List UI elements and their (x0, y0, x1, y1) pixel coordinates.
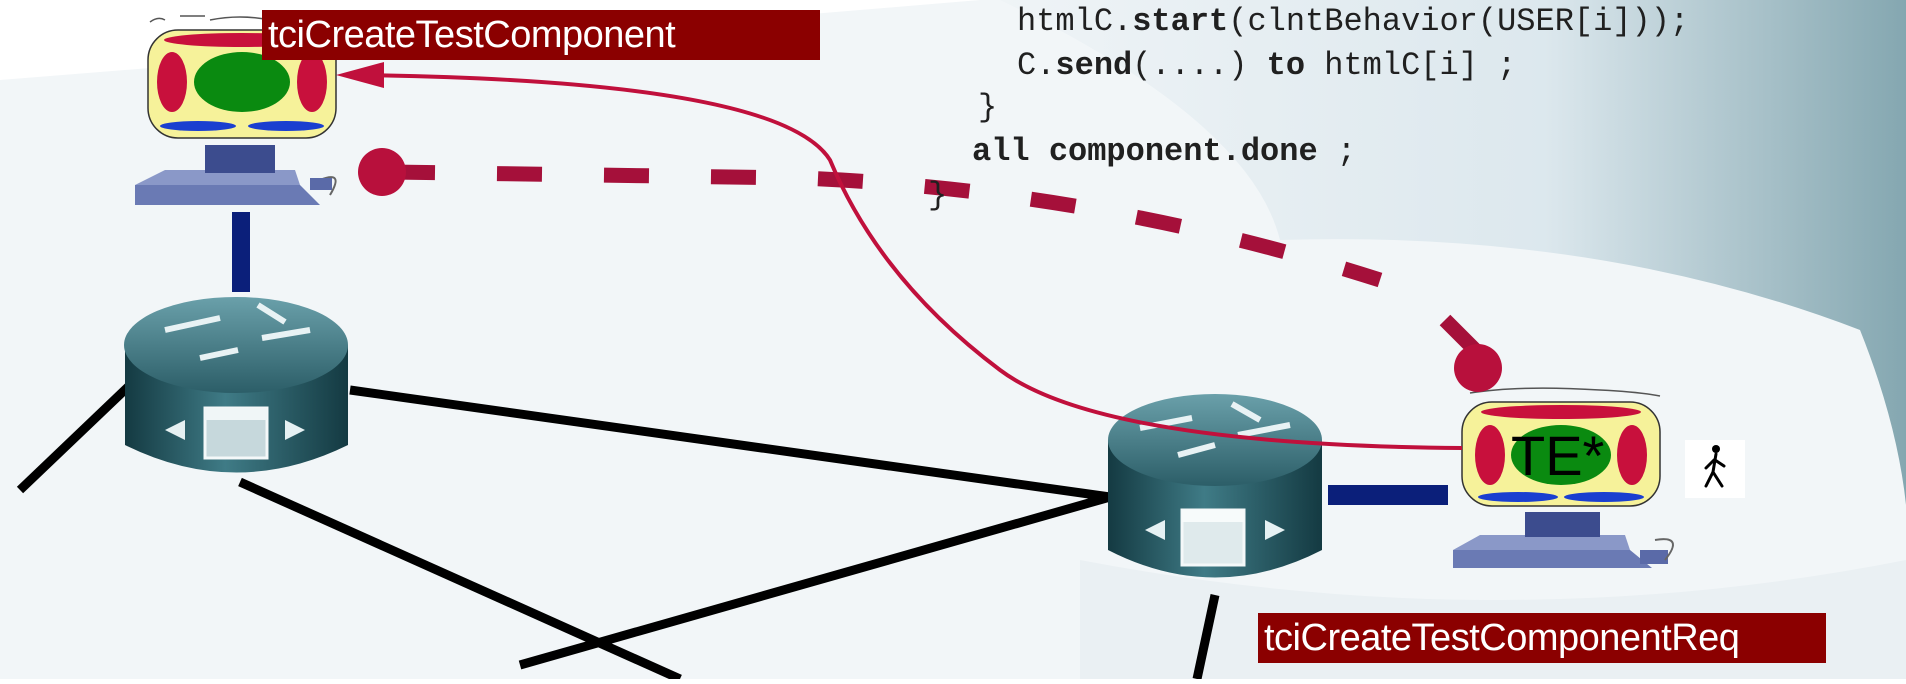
walking-person-icon (1685, 440, 1745, 498)
create-arrow (336, 62, 1463, 450)
terminal-icon (1453, 387, 1674, 568)
link-router-a-router-b (349, 385, 1111, 502)
code-keyword: to (1266, 47, 1306, 84)
network-links (16, 381, 1220, 684)
code-text: ; (1317, 133, 1357, 170)
link-router-a-left (16, 381, 134, 494)
uplink-right (1328, 485, 1448, 505)
code-line-send: C.send(....) to htmlC[i] ; (1017, 48, 1516, 84)
code-text: (clntBehavior(USER[i])); (1228, 3, 1690, 40)
label-create-test-component-req: tciCreateTestComponentReq (1258, 613, 1826, 663)
link-router-a-bottom (238, 477, 682, 684)
code-keyword: send (1055, 47, 1133, 84)
code-keyword: all component.done (972, 133, 1318, 170)
router-icon (124, 297, 348, 473)
label-create-test-component: tciCreateTestComponent (262, 10, 820, 60)
code-text: (....) (1132, 47, 1267, 84)
router-icon (1108, 394, 1322, 578)
link-router-b-bottom-left (518, 492, 1112, 670)
code-text: htmlC[i] ; (1305, 47, 1517, 84)
code-line-start: htmlC.start(clntBehavior(USER[i])); (1017, 4, 1689, 40)
code-keyword: start (1132, 3, 1229, 40)
link-router-b-bottom (1192, 594, 1220, 680)
te-label: TE* (1511, 424, 1605, 487)
background-swoosh (1000, 0, 1906, 600)
dashed-connection (358, 148, 1502, 392)
code-line-close-block: } (928, 177, 948, 214)
uplink-left (232, 212, 250, 292)
code-text: C. (1017, 47, 1056, 84)
code-line-done: all component.done ; (972, 134, 1356, 170)
code-text: htmlC. (1017, 3, 1133, 40)
code-line-close-loop: } (978, 89, 998, 126)
